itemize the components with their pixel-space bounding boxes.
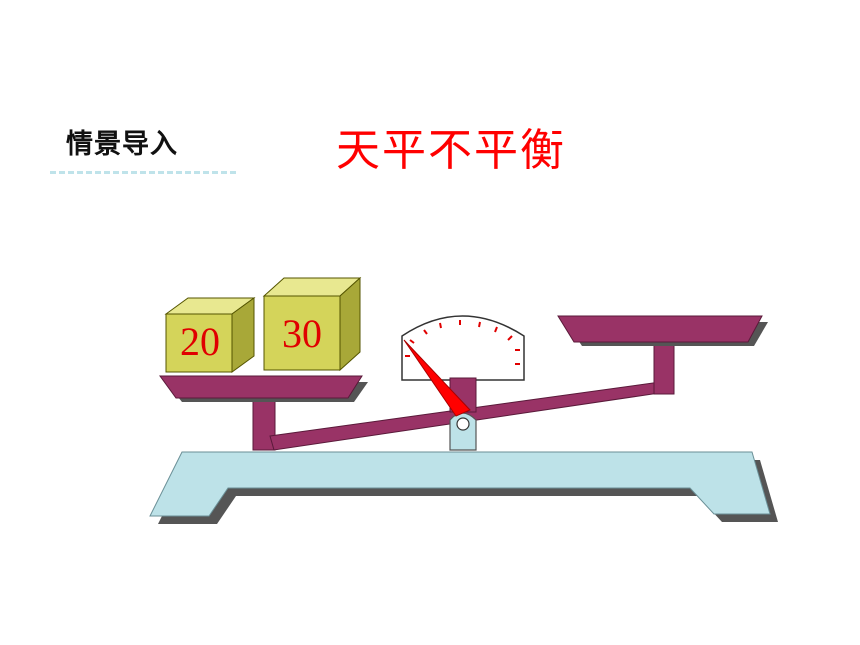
section-label: 情景导入: [66, 129, 178, 160]
pointer-needle: [403, 339, 471, 417]
weight-20: 20: [164, 297, 256, 373]
left-pan: [159, 375, 368, 402]
weight-30: 30: [262, 276, 362, 372]
right-pan: [557, 315, 768, 346]
section-underline: [50, 171, 236, 174]
scale-base: [149, 451, 778, 524]
pivot: [449, 412, 477, 451]
right-post: [653, 343, 675, 395]
weight-label-20: 20: [180, 319, 220, 364]
weight-label-30: 30: [282, 311, 322, 356]
dial: [401, 315, 525, 381]
slide-title: 天平不平衡: [336, 125, 566, 176]
